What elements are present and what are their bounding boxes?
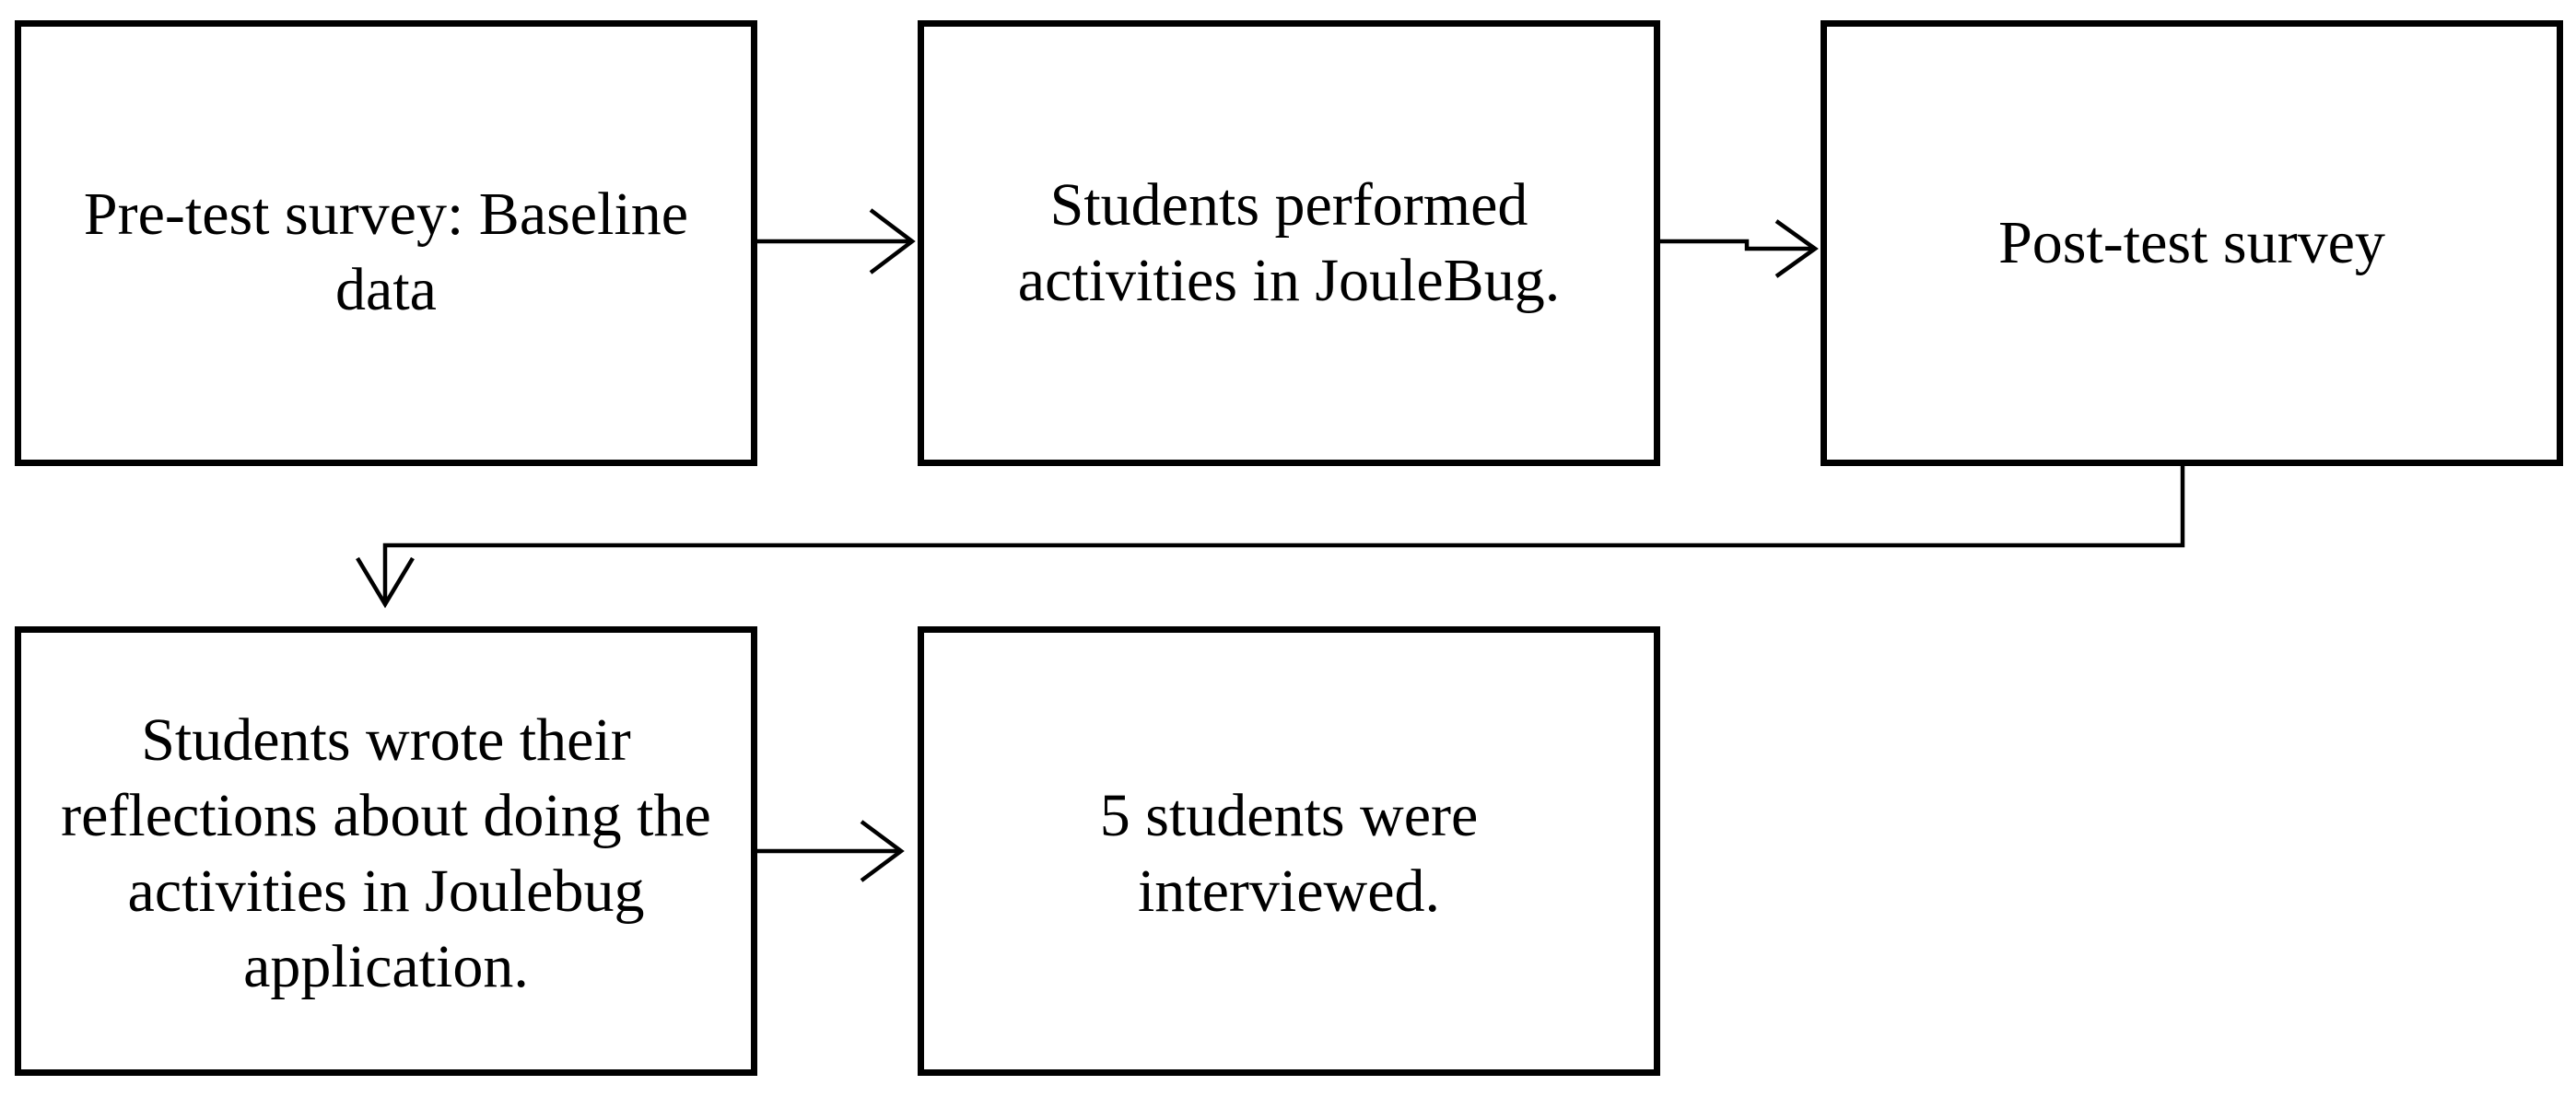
arrow-reflections-to-interviews [757, 820, 905, 882]
step-text-reflections: Students wrote their reflections about d… [61, 706, 711, 1000]
step-text-post-test: Post-test survey [1998, 209, 2385, 276]
step-box-pre-test: Pre-test survey: Baseline data [15, 20, 757, 466]
step-box-post-test: Post-test survey [1821, 20, 2563, 466]
arrow-pre-test-to-activities [757, 208, 916, 274]
step-text-pre-test: Pre-test survey: Baseline data [83, 181, 689, 323]
arrow-activities-to-post-test [1660, 219, 1819, 278]
step-text-activities: Students performed activities in JouleBu… [1017, 171, 1561, 314]
arrow-post-test-to-reflections [356, 466, 2185, 609]
step-text-interviews: 5 students were interviewed. [1099, 782, 1479, 925]
step-box-interviews: 5 students were interviewed. [918, 626, 1660, 1076]
step-box-activities: Students performed activities in JouleBu… [918, 20, 1660, 466]
step-box-reflections: Students wrote their reflections about d… [15, 626, 757, 1076]
